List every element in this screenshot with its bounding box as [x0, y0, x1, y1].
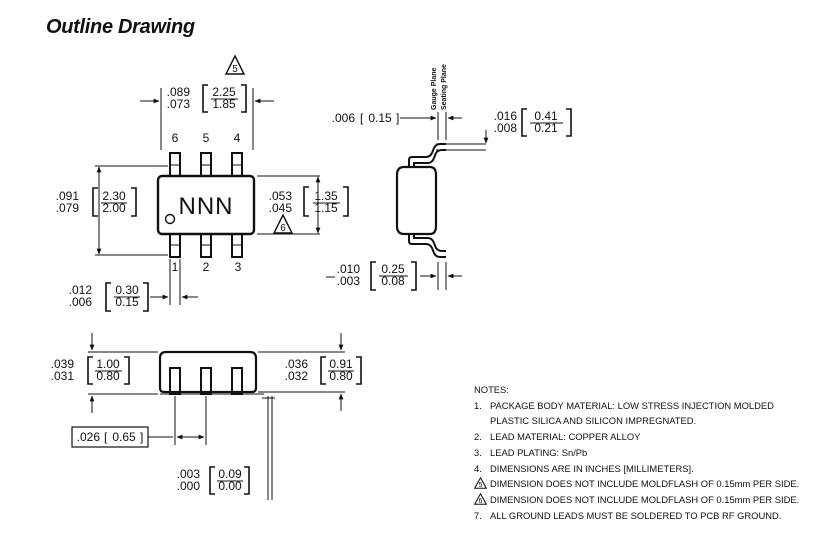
drawing-title: Outline Drawing [46, 16, 195, 38]
overall-width-inch-min: .079 [56, 201, 80, 215]
gauge-bracket-open: [ [360, 111, 364, 125]
seating-plane-label: Seating Plane [441, 64, 448, 110]
gauge-bracket-close: ] [396, 111, 399, 125]
lead-width-mm-max: 0.30 [115, 283, 139, 297]
note-1-text: PACKAGE BODY MATERIAL: LOW STRESS INJECT… [490, 399, 774, 411]
pin-label-3: 3 [235, 260, 242, 274]
pin-label-2: 2 [203, 260, 210, 274]
standoff-mm-min: 0.00 [218, 479, 242, 493]
note-4-text: DIMENSIONS ARE IN INCHES [MILLIMETERS]. [490, 462, 694, 474]
note-3-num: 3. [474, 446, 482, 458]
note-2-text: LEAD MATERIAL: COPPER ALLOY [490, 431, 641, 443]
pitch-inch: .026 [77, 430, 101, 444]
lead-span-inch-min: .073 [167, 97, 191, 111]
side-body [395, 165, 438, 236]
note-1: 1. PACKAGE BODY MATERIAL: LOW STRESS INJE… [474, 398, 799, 414]
pin1-indicator [164, 213, 176, 225]
overall-width-mm-min: 2.00 [102, 201, 126, 215]
note-3: 3. LEAD PLATING: Sn/Pb [474, 445, 799, 461]
lead-span-inch-max: .089 [167, 85, 191, 99]
overall-width-mm-max: 2.30 [102, 189, 126, 203]
standoff-inch-min: .000 [177, 479, 201, 493]
note-6-text: DIMENSION DOES NOT INCLUDE MOLDFLASH OF … [490, 493, 800, 505]
lead-span-mm-max: 2.25 [212, 85, 236, 99]
note-6: 6 DIMENSION DOES NOT INCLUDE MOLDFLASH OF… [474, 492, 799, 508]
note-4-num: 4. [474, 462, 482, 474]
lead-span-mm-min: 1.85 [212, 97, 236, 111]
body-width-inch-min: .045 [269, 201, 293, 215]
note-7-text: ALL GROUND LEADS MUST BE SOLDERED TO PCB… [490, 509, 782, 521]
body-height-inch-max: .036 [285, 357, 309, 371]
part-marking: NNN [179, 193, 234, 220]
note-5: 5 DIMENSION DOES NOT INCLUDE MOLDFLASH OF… [474, 476, 799, 492]
lead-thickness-inch-max: .010 [337, 262, 361, 276]
standoff-inch-max: .003 [177, 467, 201, 481]
body-height-mm-min: 0.80 [329, 369, 353, 383]
note-6-num: 6 [479, 498, 483, 505]
total-height-mm-min: 0.80 [96, 369, 120, 383]
gauge-inch: .006 [332, 111, 356, 125]
top-view-text: 6 5 4 1 2 3 NNN .089 .073 2.25 1.85 .091… [56, 64, 340, 309]
note-2: 2. LEAD MATERIAL: COPPER ALLOY [474, 429, 799, 445]
note6-triangle-icon: 6 [474, 492, 487, 505]
pitch-mm: 0.65 [112, 430, 136, 444]
note-3-text: LEAD PLATING: Sn/Pb [490, 446, 588, 458]
note5-triangle-icon: 5 [474, 477, 487, 489]
total-height-inch-min: .031 [51, 369, 75, 383]
pin-label-5: 5 [203, 131, 210, 145]
front-view-text: .039 .031 1.00 0.80 .036 .032 0.91 0.80 … [51, 357, 354, 493]
note-5-num: 5 [479, 482, 483, 489]
notes-heading: NOTES: [474, 384, 509, 395]
foot-length-inch-max: .016 [494, 109, 518, 123]
gauge-mm: 0.15 [368, 111, 392, 125]
total-height-mm-max: 1.00 [96, 357, 120, 371]
gauge-plane-label: Gauge Plane [431, 67, 438, 110]
pitch-bracket-open: [ [104, 430, 108, 444]
side-view-text: Gauge Plane Seating Plane .006 [ 0.15 ] … [332, 64, 563, 288]
lead-thickness-mm-max: 0.25 [381, 262, 405, 276]
pin-label-6: 6 [172, 131, 179, 145]
body-height-inch-min: .032 [285, 369, 309, 383]
body-width-mm-min: 1.15 [314, 201, 338, 215]
pitch-box [71, 426, 149, 448]
pitch-bracket-close: ] [140, 430, 143, 444]
lead-thickness-inch-min: .003 [337, 274, 361, 288]
note-7-num: 7. [474, 509, 482, 521]
note-4: 4. DIMENSIONS ARE IN INCHES [MILLIMETERS]… [474, 461, 799, 477]
standoff-mm-max: 0.09 [218, 467, 242, 481]
foot-length-mm-min: 0.21 [534, 121, 558, 135]
note-1-num: 1. [474, 399, 482, 411]
lead-width-mm-min: 0.15 [115, 295, 139, 309]
lead-thickness-mm-min: 0.08 [381, 274, 405, 288]
note-2-num: 2. [474, 431, 482, 443]
foot-length-mm-max: 0.41 [534, 109, 558, 123]
note5-triangle [224, 54, 246, 75]
body-width-inch-max: .053 [269, 189, 293, 203]
notes-block: NOTES: 1. PACKAGE BODY MATERIAL: LOW STRE… [474, 382, 799, 523]
body-height-mm-max: 0.91 [329, 357, 353, 371]
note6-ref: 6 [280, 223, 286, 234]
front-body [158, 350, 258, 394]
pin-label-1: 1 [172, 260, 179, 274]
note5-ref: 5 [232, 64, 238, 75]
note-7: 7. ALL GROUND LEADS MUST BE SOLDERED TO P… [474, 508, 799, 524]
note6-triangle [272, 213, 294, 234]
top-view [92, 54, 349, 312]
note-1-continued: PLASTIC SILICA AND SILICON IMPREGNATED. [490, 415, 697, 427]
note-5-text: DIMENSION DOES NOT INCLUDE MOLDFLASH OF … [490, 478, 800, 490]
side-view [326, 108, 572, 291]
overall-width-inch-max: .091 [56, 189, 80, 203]
front-view [71, 333, 362, 500]
lead-width-inch-min: .006 [69, 295, 93, 309]
body-width-mm-max: 1.35 [314, 189, 338, 203]
lead-width-inch-max: .012 [69, 283, 93, 297]
total-height-inch-max: .039 [51, 357, 75, 371]
pin-label-4: 4 [234, 131, 241, 145]
foot-length-inch-min: .008 [494, 121, 518, 135]
